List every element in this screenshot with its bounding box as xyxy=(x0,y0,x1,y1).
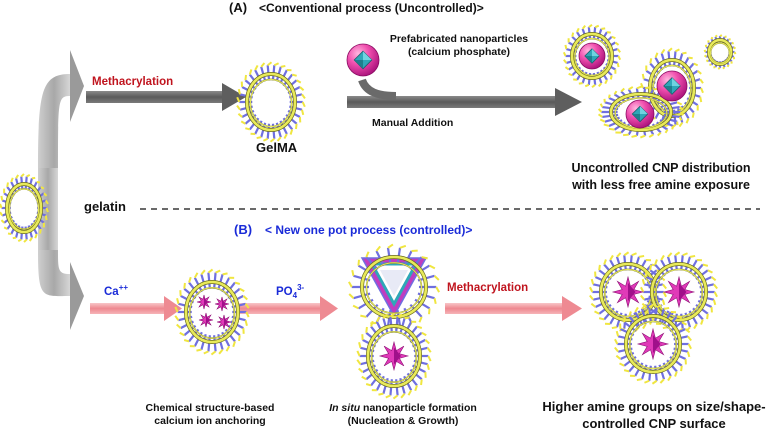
arrow-po4-ion xyxy=(238,296,338,321)
section-b-title: < New one pot process (controlled)> xyxy=(265,223,473,237)
arrow-manual-addition xyxy=(347,78,582,116)
manual-addition-label: Manual Addition xyxy=(372,117,454,129)
ca-cluster-3 xyxy=(198,312,214,328)
section-a-title: <Conventional process (Uncontrolled)> xyxy=(259,1,484,15)
nanoparticle-middle xyxy=(625,99,655,129)
ca-ion-symbol: Ca xyxy=(104,285,119,298)
po4-ion-charge: 3- xyxy=(297,283,305,292)
gelma-molecule xyxy=(236,61,306,143)
nanoparticle-right xyxy=(656,70,688,102)
arrow-methacrylation-a xyxy=(86,83,246,111)
prefabricated-nanoparticle xyxy=(346,43,380,77)
section-b-label: (B) xyxy=(234,222,253,237)
ca-cluster-4 xyxy=(216,314,232,330)
controlled-cnp-bottom xyxy=(614,303,692,385)
ca-ion-charge: ++ xyxy=(118,283,129,292)
caption-result-b: Higher amine groups on size/shape- contr… xyxy=(532,398,776,432)
cnp-cluster-middle xyxy=(597,85,685,139)
arrow-methacrylation-b xyxy=(445,296,582,321)
caption-in-situ-italic: In situ xyxy=(329,402,361,414)
caption-in-situ-rest: nanoparticle formation xyxy=(360,402,477,414)
nanoparticle-top-left xyxy=(578,42,606,70)
triangular-nanoparticle xyxy=(360,257,428,318)
gelatin-label: gelatin xyxy=(84,199,126,214)
result-a-line2: with less free amine exposure xyxy=(572,178,750,192)
arrow-ca-ion xyxy=(90,296,182,321)
prefabricated-label: Prefabricated nanoparticles (calcium pho… xyxy=(384,33,534,59)
caption-in-situ-line2: (Nucleation & Growth) xyxy=(347,415,459,427)
methacrylation-b-label: Methacrylation xyxy=(447,282,529,294)
po4-ion-label: PO43- xyxy=(276,283,304,300)
methacrylation-a-label: Methacrylation xyxy=(92,76,174,88)
po4-ion-subscript: 4 xyxy=(292,291,298,301)
gelatin-molecule xyxy=(0,173,49,243)
controlled-crystal-right xyxy=(662,275,696,309)
controlled-crystal-left xyxy=(611,275,645,309)
ca-cluster-1 xyxy=(196,294,212,310)
ca-anchored-molecule xyxy=(174,268,250,356)
ca-ion-label: Ca++ xyxy=(104,283,128,298)
caption-in-situ-line1: In situ nanoparticle formation xyxy=(322,402,484,415)
gelma-label: GelMA xyxy=(256,140,298,155)
cnp-cluster-top-left xyxy=(562,23,622,89)
triangular-nanoparticle-shell xyxy=(348,243,440,331)
in-situ-molecule xyxy=(356,312,432,400)
caption-in-situ: In situ nanoparticle formation (Nucleati… xyxy=(322,402,484,428)
cnp-cluster-small xyxy=(703,34,737,70)
caption-anchoring-line2: calcium ion anchoring xyxy=(154,415,266,427)
caption-anchoring: Chemical structure-based calcium ion anc… xyxy=(130,402,290,428)
result-a-caption: Uncontrolled CNP distribution with less … xyxy=(552,160,770,194)
branch-connector xyxy=(38,50,84,330)
prefabricated-line1: Prefabricated nanoparticles xyxy=(389,33,529,45)
controlled-crystal-bottom xyxy=(636,327,670,361)
ca-cluster-2 xyxy=(214,296,230,312)
result-a-line1: Uncontrolled CNP distribution xyxy=(571,161,751,175)
po4-ion-symbol: PO xyxy=(276,285,293,298)
caption-result-b-line2: controlled CNP surface xyxy=(582,416,726,431)
in-situ-crystal xyxy=(378,340,410,372)
prefabricated-line2: (calcium phosphate) xyxy=(407,46,511,58)
caption-result-b-line1: Higher amine groups on size/shape- xyxy=(542,399,766,414)
caption-anchoring-line1: Chemical structure-based xyxy=(145,402,275,414)
section-a-label: (A) xyxy=(229,0,248,15)
